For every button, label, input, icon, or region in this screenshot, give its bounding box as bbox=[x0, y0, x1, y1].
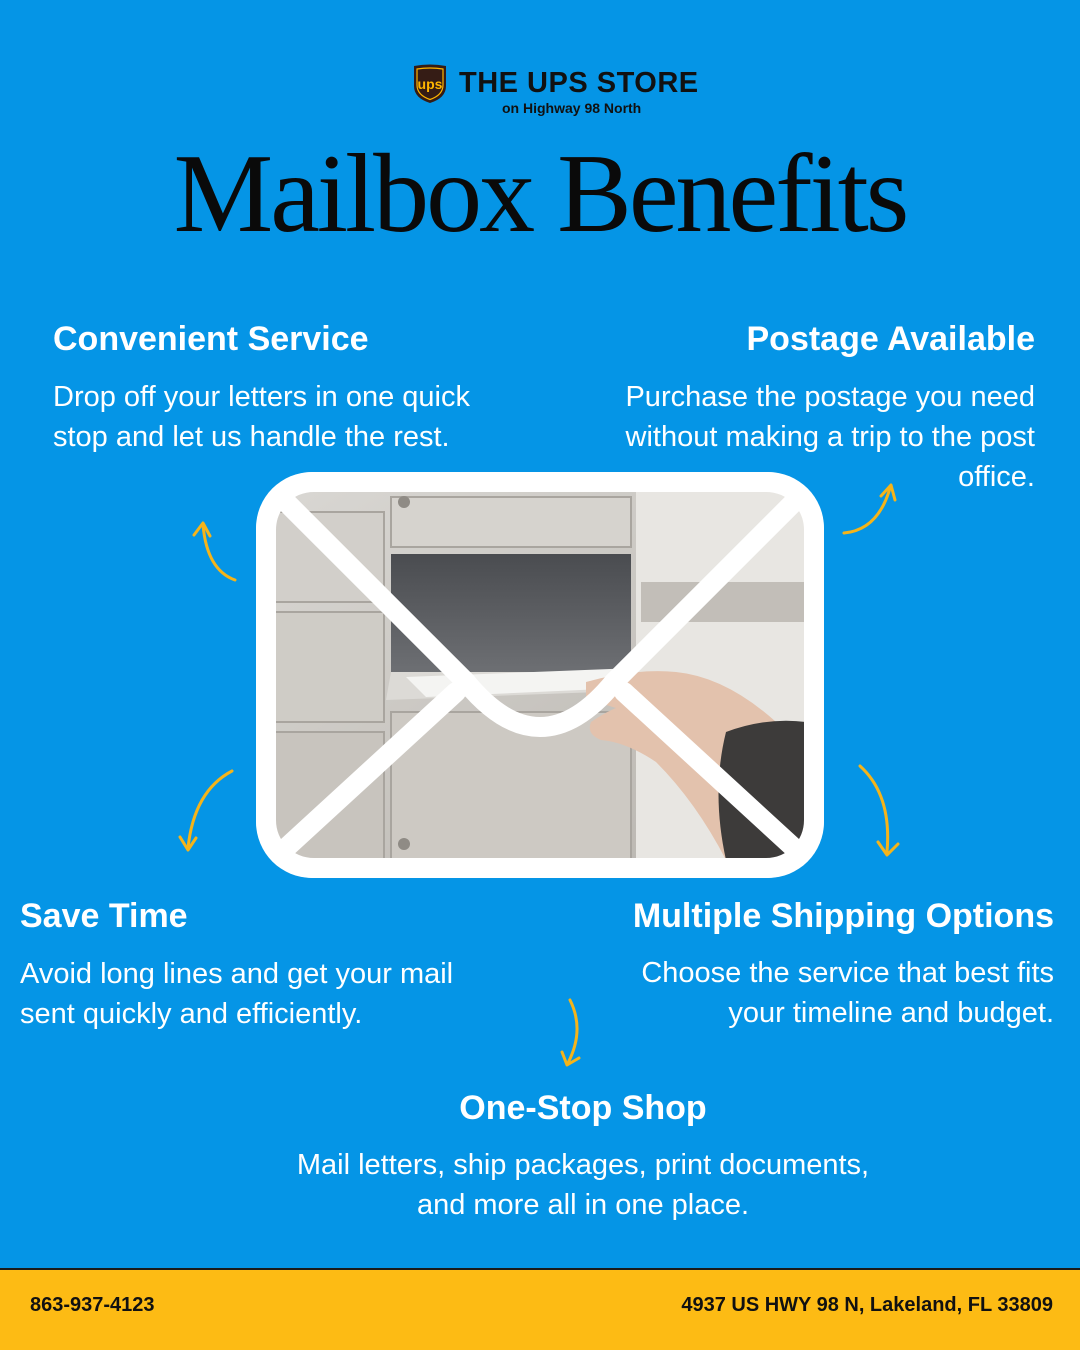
brand-subtitle: on Highway 98 North bbox=[502, 100, 642, 116]
curved-arrow-icon bbox=[842, 483, 897, 535]
envelope-icon bbox=[256, 472, 824, 878]
footer-bar: 863-937-4123 4937 US HWY 98 N, Lakeland,… bbox=[0, 1268, 1080, 1350]
footer-address: 4937 US HWY 98 N, Lakeland, FL 33809 bbox=[681, 1294, 1053, 1316]
benefit-desc-postage: Purchase the postage you need without ma… bbox=[625, 381, 1035, 493]
footer-phone: 863-937-4123 bbox=[30, 1294, 155, 1316]
benefit-heading-shipping: Multiple Shipping Options bbox=[632, 897, 1054, 935]
benefit-desc-shipping: Choose the service that best fits your t… bbox=[641, 957, 1054, 1029]
page-title: Mailbox Benefits bbox=[173, 132, 910, 256]
curved-arrow-icon bbox=[858, 764, 900, 857]
benefit-desc-convenient: Drop off your letters in one quick stop … bbox=[53, 381, 470, 453]
benefit-heading-save-time: Save Time bbox=[20, 897, 188, 935]
logo-text: ups bbox=[418, 76, 443, 92]
brand-name: THE UPS STORE bbox=[459, 67, 699, 99]
benefit-desc-save-time: Avoid long lines and get your mail sent … bbox=[20, 958, 454, 1030]
curved-arrow-icon bbox=[192, 521, 237, 582]
benefit-heading-convenient: Convenient Service bbox=[53, 320, 369, 358]
benefit-heading-postage: Postage Available bbox=[746, 320, 1036, 358]
curved-arrow-icon bbox=[178, 769, 234, 852]
curved-arrow-icon bbox=[560, 998, 581, 1067]
mailbox-photo bbox=[274, 490, 806, 860]
benefit-desc-one-stop: Mail letters, ship packages, print docum… bbox=[296, 1149, 870, 1221]
ups-shield-icon: ups bbox=[414, 64, 446, 103]
benefit-heading-one-stop: One-Stop Shop bbox=[459, 1089, 707, 1127]
